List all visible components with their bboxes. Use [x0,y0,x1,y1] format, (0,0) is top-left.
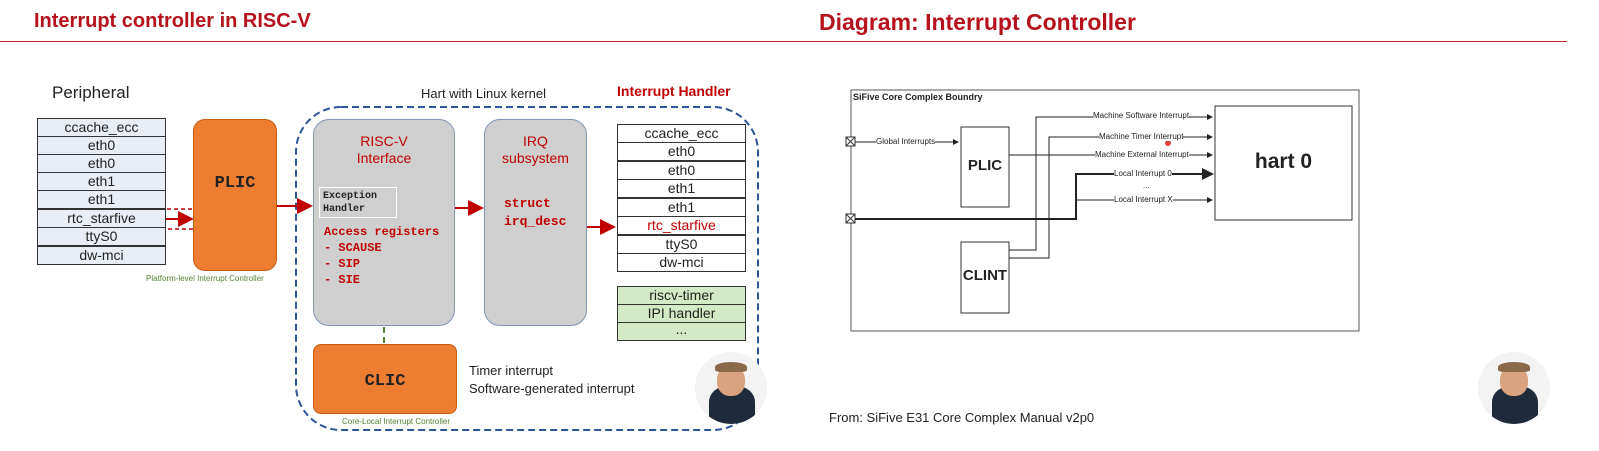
signal-label: ... [1143,181,1150,190]
peripheral-item: eth1 [37,172,166,191]
register-item: - SCAUSE [324,241,382,255]
local-handler-item: IPI handler [617,304,746,323]
plic-caption: Platform-level Interrupt Controller [146,274,264,283]
irq-subsystem-line2: subsystem [502,150,569,166]
hart0-box [1214,105,1353,221]
laser-pointer-dot [1165,140,1171,146]
boundary-label: SiFive Core Complex Boundry [853,92,983,102]
plic-box: PLIC [193,119,277,271]
handler-item: eth0 [617,142,746,161]
exception-handler-line2: Handler [323,204,366,215]
signal-label: Machine Software Interrupt [1093,111,1190,120]
register-item: - SIP [324,257,361,271]
peripheral-item: ccache_ecc [37,118,166,137]
interrupt-handler-title: Interrupt Handler [617,83,731,99]
signal-label: Local Interrupt X [1114,195,1173,204]
left-title-rule [0,41,785,42]
clic-note: Timer interrupt Software-generated inter… [469,362,634,398]
source-citation: From: SiFive E31 Core Complex Manual v2p… [829,410,1095,425]
plic-label: PLIC [214,174,256,193]
hart-label: Hart with Linux kernel [421,86,546,101]
register-item: - SIE [324,273,361,287]
riscv-interface-box: RISC-V Interface Exception Handler Acces… [313,119,455,326]
clic-label: CLIC [364,372,406,391]
irq-subsystem-title: IRQ subsystem [485,133,586,167]
riscv-interface-title: RISC-V Interface [314,133,454,167]
peripheral-item: eth0 [37,136,166,155]
handler-item-rtc: rtc_starfive [617,216,746,235]
presenter-avatar [695,352,767,424]
peripheral-label: Peripheral [52,83,130,102]
peripheral-item: eth1 [37,190,166,209]
access-registers: Access registers - SCAUSE - SIP - SIE [324,224,439,288]
clic-box: CLIC [313,344,457,414]
global-interrupts-label: Global Interrupts [876,137,936,146]
exception-handler-line1: Exception [323,191,378,202]
handler-item: eth1 [617,179,746,198]
access-registers-title: Access registers [324,225,440,239]
riscv-interface-title-line2: Interface [356,150,412,166]
clic-note-line1: Timer interrupt [469,363,554,378]
signal-label: Machine Timer Interrupt [1099,132,1184,141]
irq-desc-struct: struct irq_desc [504,195,566,231]
local-handler-item: ... [617,322,746,341]
peripheral-item: rtc_starfive [37,209,166,228]
right-plic-box [960,126,1010,208]
peripheral-item: ttyS0 [37,227,166,246]
exception-handler-box: Exception Handler [319,187,397,218]
clic-note-line2: Software-generated interrupt [469,381,635,396]
clic-caption: Core-Local Interrupt Controller [342,417,451,426]
handler-item: dw-mci [617,253,746,272]
left-slide-title: Interrupt controller in RISC-V [34,10,311,32]
presenter-avatar-right [1478,352,1550,424]
right-slide-title: Diagram: Interrupt Controller [819,9,1136,35]
signal-label: Machine External Interrupt [1095,150,1189,159]
right-clint-box [960,241,1010,314]
irq-subsystem-box: IRQ subsystem struct irq_desc [484,119,587,326]
irq-struct-line2: irq_desc [504,214,567,229]
right-title-rule [785,41,1567,42]
irq-subsystem-line1: IRQ [523,133,548,149]
peripheral-item: dw-mci [37,246,166,265]
presenter-cap [1498,362,1530,372]
right-plic-label: PLIC [967,157,1003,174]
right-clint-label: CLINT [962,267,1008,284]
hart0-label: hart 0 [1254,150,1313,173]
irq-struct-line1: struct [504,196,551,211]
riscv-interface-title-line1: RISC-V [360,133,408,149]
presenter-cap [715,362,747,372]
signal-label: Local Interrupt 0 [1114,169,1172,178]
